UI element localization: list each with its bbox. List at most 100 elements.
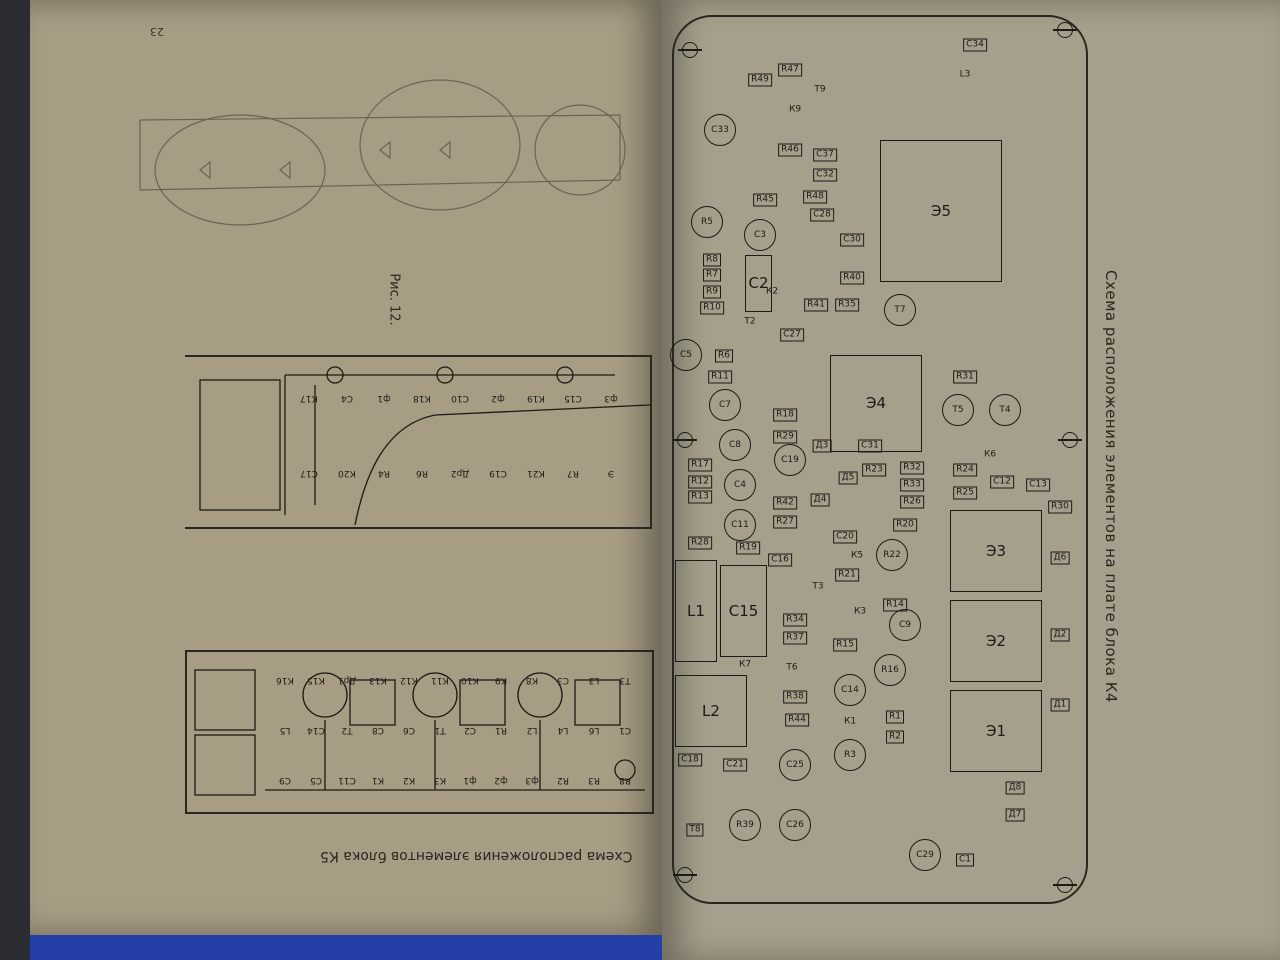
component-с28: С28 xyxy=(810,208,834,222)
component-r19: R19 xyxy=(736,541,760,555)
component-т9: Т9 xyxy=(814,84,826,95)
component-r28: R28 xyxy=(688,536,712,550)
component-r23: R23 xyxy=(862,463,886,477)
component-т3: Т3 xyxy=(812,581,824,592)
component-r13: R13 xyxy=(688,490,712,504)
top-board-label: R7 xyxy=(567,467,580,478)
component-r9: R9 xyxy=(703,285,721,299)
component-r6: R6 xyxy=(715,349,733,363)
component-т2: Т2 xyxy=(744,316,756,327)
component-r49: R49 xyxy=(748,73,772,87)
component-т5: Т5 xyxy=(942,394,974,426)
k5-label: К1 xyxy=(371,775,384,785)
component-с11: С11 xyxy=(724,509,756,541)
k5-title: Схема расположения элементов блока К5 xyxy=(320,848,633,864)
component-l3: L3 xyxy=(959,69,971,80)
k5-label: С2 xyxy=(464,725,477,735)
component-r1: R1 xyxy=(886,710,904,724)
component-r26: R26 xyxy=(900,495,924,509)
mounting-hole xyxy=(673,867,697,883)
component-r41: R41 xyxy=(804,298,828,312)
component-r7: R7 xyxy=(703,268,721,282)
component-r15: R15 xyxy=(833,638,857,652)
component-r27: R27 xyxy=(773,515,797,529)
component-r16: R16 xyxy=(874,654,906,686)
k5-label: К15 xyxy=(307,675,326,685)
component-r12: R12 xyxy=(688,475,712,489)
component-r5: R5 xyxy=(691,206,723,238)
component-r3: R3 xyxy=(834,739,866,771)
k5-label: С1 xyxy=(618,725,631,735)
mounting-hole xyxy=(1058,432,1082,448)
mounting-hole xyxy=(1053,877,1077,893)
component-к7: К7 xyxy=(738,659,752,670)
component-r48: R48 xyxy=(803,190,827,204)
mounting-hole xyxy=(1053,22,1077,38)
right-page xyxy=(662,0,1280,960)
k5-label: L5 xyxy=(280,725,291,735)
k5-label: К11 xyxy=(430,675,449,685)
k5-label: L6 xyxy=(588,725,600,735)
k5-label: С5 xyxy=(310,775,323,785)
top-board-label: ф1 xyxy=(377,392,392,403)
k4-board-outline xyxy=(672,15,1088,904)
k5-label: Др1 xyxy=(337,675,357,685)
top-board-label: ф3 xyxy=(604,392,618,403)
component-д6: Д6 xyxy=(1050,551,1070,565)
component-с2: С2 xyxy=(745,255,772,312)
component-с16: С16 xyxy=(768,553,792,567)
k5-label: К16 xyxy=(276,675,295,685)
top-board-traces xyxy=(199,366,650,525)
mounting-hole xyxy=(678,42,702,58)
component-с20: С20 xyxy=(833,530,857,544)
k5-label: L2 xyxy=(526,725,538,735)
component-д4: Д4 xyxy=(810,493,830,507)
component-с21: С21 xyxy=(723,758,747,772)
top-board-label: ф2 xyxy=(491,392,505,403)
component-r33: R33 xyxy=(900,478,924,492)
k5-label: R1 xyxy=(495,725,508,735)
k5-label: К8 xyxy=(526,675,539,685)
top-board-label: С10 xyxy=(451,392,469,403)
component-с13: С13 xyxy=(1026,478,1050,492)
k5-label: R3 xyxy=(587,775,600,785)
component-с27: С27 xyxy=(780,328,804,342)
component-т7: Т7 xyxy=(884,294,916,326)
component-с25: С25 xyxy=(779,749,811,781)
component-r38: R38 xyxy=(783,690,807,704)
top-board-label: R6 xyxy=(416,467,429,478)
component-с34: С34 xyxy=(963,38,987,52)
k5-label: К2 xyxy=(402,775,415,785)
k4-title: Схема расположения элементов на плате бл… xyxy=(1102,270,1120,703)
top-board-label: Э xyxy=(607,467,615,478)
k5-label: R8 xyxy=(618,775,631,785)
component-с29: С29 xyxy=(909,839,941,871)
component-с14: С14 xyxy=(834,674,866,706)
component-l2: L2 xyxy=(675,675,747,747)
component-к3: К3 xyxy=(853,606,867,617)
component-r22: R22 xyxy=(876,539,908,571)
k5-label: ф3 xyxy=(525,775,539,785)
left-page xyxy=(30,0,662,935)
component-э2: Э2 xyxy=(950,600,1042,682)
page-number: 23 xyxy=(150,25,164,38)
component-э4: Э4 xyxy=(830,355,922,452)
top-board-label: С17 xyxy=(300,467,318,478)
component-r40: R40 xyxy=(840,271,864,285)
component-с9: С9 xyxy=(889,609,921,641)
k5-board-outline xyxy=(185,650,654,814)
component-r25: R25 xyxy=(953,486,977,500)
top-board-label: Др2 xyxy=(450,467,470,478)
top-board-label: К17 xyxy=(299,392,318,403)
component-r24: R24 xyxy=(953,463,977,477)
component-с8: С8 xyxy=(719,429,751,461)
top-board-label: С15 xyxy=(564,392,583,403)
component-э3: Э3 xyxy=(950,510,1042,592)
component-с4: С4 xyxy=(724,469,756,501)
figure-caption: Рис. 12. xyxy=(386,273,402,326)
component-д7: Д7 xyxy=(1005,808,1025,822)
component-к5: К5 xyxy=(850,550,864,561)
component-т6: Т6 xyxy=(786,662,798,673)
k5-label: С6 xyxy=(402,725,415,735)
top-board-label: С4 xyxy=(340,392,353,403)
